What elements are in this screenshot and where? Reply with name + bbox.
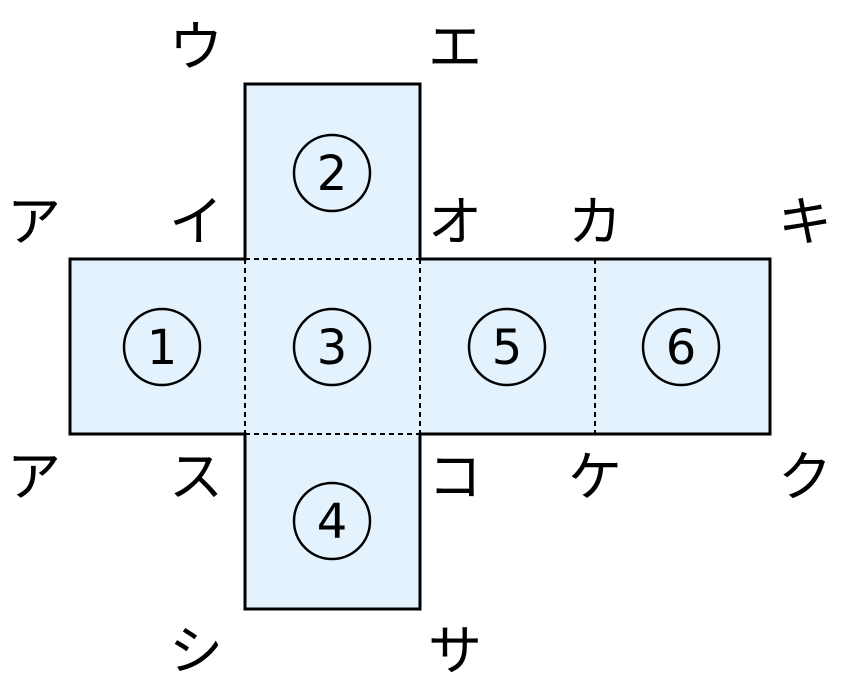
vertex-label-ki: キ xyxy=(778,191,832,254)
face-number-5: 5 xyxy=(492,320,523,376)
face-number-circle-5 xyxy=(467,307,547,387)
face-number-6: 6 xyxy=(666,320,697,376)
face-number-circle-3 xyxy=(292,307,372,387)
vertex-label-ka: カ xyxy=(568,191,622,254)
vertex-label-e: エ xyxy=(428,16,482,79)
face-5 xyxy=(420,259,595,434)
vertex-labels: ウ エ ア イ オ カ キ ア ス コ ケ ク シ サ xyxy=(7,16,832,683)
vertex-label-a-top: ア xyxy=(7,191,61,254)
net-outline xyxy=(68,82,772,611)
vertex-label-o: オ xyxy=(428,191,482,254)
face-number-3: 3 xyxy=(317,320,348,376)
face-1 xyxy=(70,259,245,434)
vertex-label-i: イ xyxy=(169,191,223,254)
vertex-label-shi: シ xyxy=(169,620,223,683)
face-number-circle-4 xyxy=(292,481,372,561)
face-number-circle-1 xyxy=(122,307,202,387)
vertex-label-u: ウ xyxy=(169,16,223,79)
face-4 xyxy=(245,434,420,609)
face-number-circles xyxy=(122,133,721,561)
face-number-2: 2 xyxy=(317,146,348,202)
vertex-label-ke: ケ xyxy=(568,446,622,509)
face-number-circle-6 xyxy=(641,307,721,387)
faces xyxy=(70,84,770,609)
vertex-label-su: ス xyxy=(169,446,223,509)
vertex-label-ku: ク xyxy=(778,446,832,509)
fold-lines xyxy=(244,258,596,435)
face-6 xyxy=(595,259,770,434)
face-number-1: 1 xyxy=(147,320,178,376)
face-3 xyxy=(245,259,420,434)
face-number-4: 4 xyxy=(317,494,348,550)
face-2 xyxy=(245,84,420,259)
face-number-circle-2 xyxy=(292,133,372,213)
vertex-label-sa: サ xyxy=(428,620,482,683)
face-numbers: 2 1 3 5 6 4 xyxy=(147,146,697,550)
vertex-label-a-bottom: ア xyxy=(7,446,61,509)
vertex-label-ko: コ xyxy=(428,446,482,509)
